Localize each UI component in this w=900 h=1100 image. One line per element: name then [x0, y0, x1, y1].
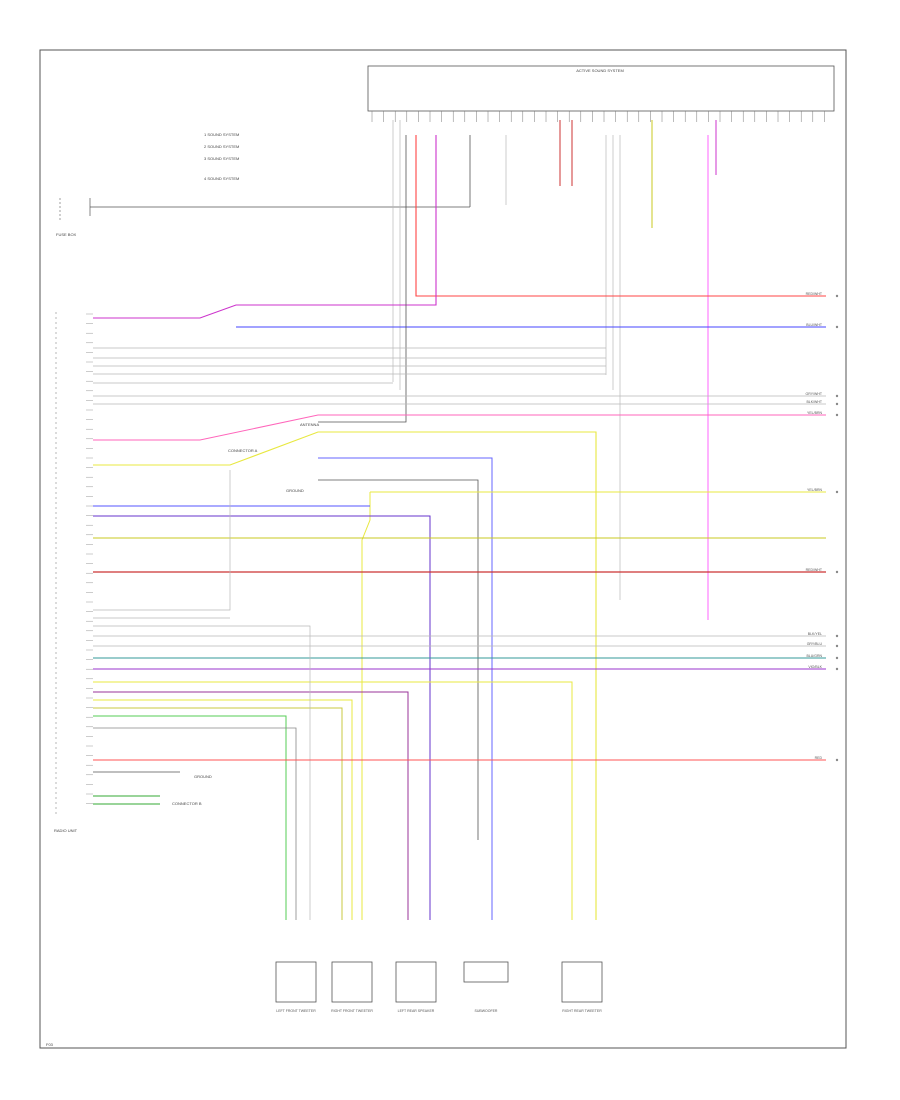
- speaker-box: [395, 961, 437, 1003]
- wire-end-dot: [835, 413, 839, 417]
- right-wire-label: RED: [815, 756, 823, 760]
- speaker-label: LEFT FRONT TWEETER: [276, 1009, 316, 1013]
- note-1: 1 SOUND SYSTEM: [204, 132, 239, 137]
- speaker-1: RIGHT FRONT TWEETER: [331, 961, 373, 1013]
- wire-end-dot: [835, 634, 839, 638]
- antenna-label: ANTENNA: [300, 422, 319, 427]
- wire-end-dot: [835, 656, 839, 660]
- speaker-label: SUBWOOFER: [475, 1009, 498, 1013]
- wire-end-dot: [835, 325, 839, 329]
- right-wire-label: YEL/BRN: [807, 488, 822, 492]
- wire-end-dot: [835, 490, 839, 494]
- ground-bottom-label: GROUND: [286, 488, 304, 493]
- diagram-frame: [39, 49, 847, 1049]
- right-wire-label: GRY/BLU: [807, 642, 823, 646]
- note-3: 3 SOUND SYSTEM: [204, 156, 239, 161]
- speaker-4: RIGHT REAR TWEETER: [561, 961, 603, 1013]
- right-wire-label: VIO/BLK: [808, 665, 822, 669]
- radio-unit-label: RADIO UNIT: [54, 828, 78, 833]
- radio-unit: RADIO UNIT: [54, 312, 93, 833]
- speaker-label: RIGHT FRONT TWEETER: [331, 1009, 373, 1013]
- colored-wires: [93, 120, 826, 920]
- fuse-box-label: FUSE BOX: [56, 232, 77, 237]
- right-wire-label: YEL/BRN: [807, 411, 822, 415]
- module-title: ACTIVE SOUND SYSTEM: [576, 68, 624, 73]
- speaker-2: LEFT REAR SPEAKER: [395, 961, 437, 1013]
- mid-labels: ANTENNA CONNECTOR A GROUND GROUND CONNEC…: [172, 422, 319, 806]
- ground-top-label: GROUND: [194, 774, 212, 779]
- speaker-0: LEFT FRONT TWEETER: [275, 961, 317, 1013]
- speaker-box: [561, 961, 603, 1003]
- module-pins: [371, 111, 825, 122]
- wire-end-dot: [835, 644, 839, 648]
- speaker-box: [463, 961, 509, 983]
- wire-end-dot: [835, 758, 839, 762]
- wire-end-dot: [835, 394, 839, 398]
- note-4: 4 SOUND SYSTEM: [204, 176, 239, 181]
- radio-pins: [86, 313, 93, 804]
- note-2: 2 SOUND SYSTEM: [204, 144, 239, 149]
- right-wire-label: GRY/WHT: [806, 392, 823, 396]
- footer-code: F03: [46, 1042, 54, 1047]
- right-wire-label: BLU/GRN: [806, 654, 822, 658]
- right-wire-label: BLU/WHT: [806, 323, 823, 327]
- speaker-box: [275, 961, 317, 1003]
- right-wire-label: BLK/YEL: [808, 632, 822, 636]
- wire-end-dot: [835, 667, 839, 671]
- speaker-3: SUBWOOFER: [463, 961, 509, 1013]
- speaker-label: RIGHT REAR TWEETER: [562, 1009, 602, 1013]
- module-vertical-wires: [392, 120, 621, 600]
- fuse-box: FUSE BOX: [56, 135, 471, 237]
- speaker-box: [331, 961, 373, 1003]
- sound-module: ACTIVE SOUND SYSTEM: [367, 65, 835, 122]
- speaker-label: LEFT REAR SPEAKER: [398, 1009, 435, 1013]
- wire-end-dot: [835, 402, 839, 406]
- connector-a-label: CONNECTOR A: [228, 448, 258, 453]
- wire-end-dot: [835, 570, 839, 574]
- right-wire-labels: RED/WHT BLU/WHT GRY/WHT BLK/WHT YEL/BRN YEL/B…: [806, 292, 839, 762]
- wire-end-dot: [835, 294, 839, 298]
- right-wire-label: RED/WHT: [806, 292, 823, 296]
- notes-block: 1 SOUND SYSTEM 2 SOUND SYSTEM 3 SOUND SY…: [204, 132, 239, 181]
- connector-b-label: CONNECTOR B: [172, 801, 202, 806]
- right-wire-label: BLK/WHT: [806, 400, 822, 404]
- speakers-group: LEFT FRONT TWEETER RIGHT FRONT TWEETER LEF…: [275, 961, 603, 1013]
- right-wire-label: RED/WHT: [806, 568, 823, 572]
